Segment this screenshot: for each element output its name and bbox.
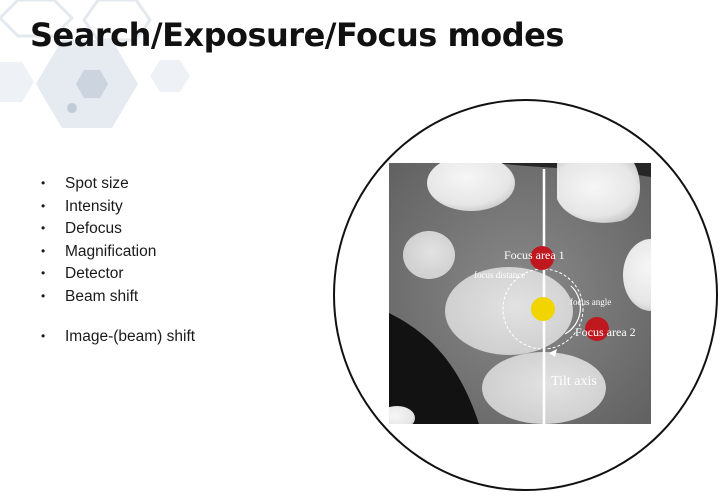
hole	[557, 163, 641, 223]
focus-distance-label: focus distance	[474, 270, 525, 280]
bullet-dot-icon: •	[41, 221, 46, 236]
bullet-item: • Intensity	[41, 195, 195, 218]
bullet-item: • Beam shift	[41, 285, 195, 308]
focus-path-circle	[502, 268, 584, 350]
bullet-item: • Image-(beam) shift	[41, 325, 195, 348]
bullet-dot-icon: •	[41, 288, 46, 303]
hole	[389, 406, 415, 424]
focus-area-2-label: Focus area 2	[575, 325, 636, 339]
hole	[623, 239, 651, 311]
bullet-text: Magnification	[65, 242, 157, 260]
bullet-dot-icon: •	[41, 176, 46, 190]
hole	[403, 231, 455, 279]
bullet-text: Defocus	[65, 220, 122, 238]
bullet-item: • Defocus	[41, 217, 195, 240]
bullet-text: Intensity	[65, 197, 123, 215]
focus-angle-arc	[564, 285, 581, 335]
bullet-text: Spot size	[65, 175, 129, 192]
dark-region	[389, 313, 479, 424]
slide-title: Search/Exposure/Focus modes	[30, 16, 564, 54]
bullet-item: • Detector	[41, 262, 195, 285]
bullet-text: Beam shift	[65, 287, 139, 305]
bullet-text: Detector	[65, 265, 124, 283]
bullet-dot-icon: •	[41, 266, 46, 281]
bullet-dot-icon: •	[41, 328, 46, 343]
bullet-text: Image-(beam) shift	[65, 327, 196, 345]
bullet-dot-icon: •	[41, 243, 46, 258]
micrograph: Focus area 1 focus distance focus angle …	[389, 163, 651, 424]
hole	[445, 267, 573, 355]
hole	[427, 163, 515, 211]
hexagon-decoration	[0, 0, 190, 128]
focus-angle-label: focus angle	[570, 297, 611, 307]
bullet-item: • Magnification	[41, 240, 195, 263]
arrow-icon	[549, 349, 557, 357]
focus-area-1-label: Focus area 1	[504, 248, 565, 262]
exposure-area-marker	[531, 297, 555, 321]
focus-area-1-marker	[530, 246, 554, 270]
focus-area-2-marker	[585, 317, 609, 341]
bullet-dot-icon: •	[41, 198, 46, 213]
figure-circle	[333, 99, 718, 491]
bullet-list: • Spot size • Intensity • Defocus • Magnific…	[41, 172, 195, 347]
bullet-item: • Spot size	[41, 172, 195, 195]
tilt-axis-label: Tilt axis	[551, 374, 597, 389]
